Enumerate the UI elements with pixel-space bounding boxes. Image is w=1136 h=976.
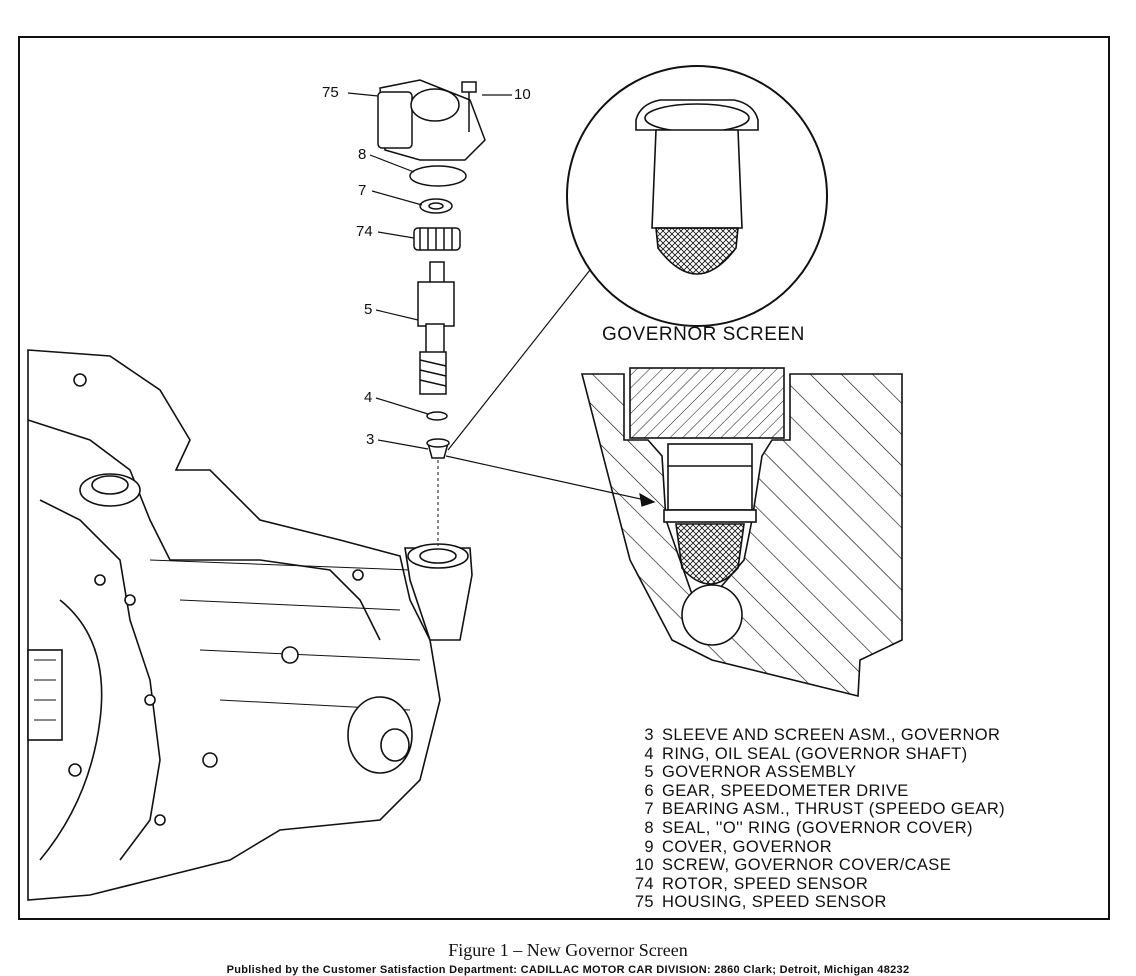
legend-text: SCREW, GOVERNOR COVER/CASE [662, 856, 952, 875]
legend-number: 5 [644, 763, 654, 782]
parts-legend: 3 SLEEVE AND SCREEN ASM., GOVERNOR 4 RING,… [618, 726, 1005, 912]
legend-number: 8 [644, 818, 654, 837]
figure-frame [18, 36, 1110, 920]
legend-number: 3 [644, 726, 654, 744]
legend-number: 9 [644, 837, 654, 856]
legend-text: RING, OIL SEAL (GOVERNOR SHAFT) [662, 744, 968, 763]
legend-text: GEAR, SPEEDOMETER DRIVE [662, 781, 909, 800]
legend-row: 10 SCREW, GOVERNOR COVER/CASE [618, 856, 1005, 875]
legend-row: 75 HOUSING, SPEED SENSOR [618, 893, 1005, 912]
callout-74: 74 [356, 223, 373, 240]
callout-4: 4 [364, 389, 373, 406]
legend-text: COVER, GOVERNOR [662, 837, 833, 856]
callout-7: 7 [358, 182, 367, 199]
callout-75: 75 [322, 84, 339, 101]
legend-text: SEAL, ''O'' RING (GOVERNOR COVER) [662, 818, 973, 837]
governor-screen-magnified [566, 65, 828, 327]
legend-text: BEARING ASM., THRUST (SPEEDO GEAR) [662, 800, 1006, 819]
legend-text: HOUSING, SPEED SENSOR [662, 893, 887, 912]
legend-number: 74 [634, 874, 654, 893]
inset-title: GOVERNOR SCREEN [602, 324, 805, 345]
legend-number: 10 [634, 856, 654, 875]
callout-5: 5 [364, 301, 373, 318]
callout-3: 3 [366, 431, 375, 448]
legend-row: 5 GOVERNOR ASSEMBLY [618, 763, 1005, 782]
callout-10: 10 [514, 86, 531, 103]
callout-8: 8 [358, 146, 367, 163]
legend-row: 6 GEAR, SPEEDOMETER DRIVE [618, 782, 1005, 801]
legend-number: 7 [644, 800, 654, 819]
legend-text: GOVERNOR ASSEMBLY [662, 763, 857, 782]
legend-text: SLEEVE AND SCREEN ASM., GOVERNOR [662, 726, 1001, 744]
figure-caption: Figure 1 – New Governor Screen [448, 940, 688, 960]
transmission-case [27, 349, 473, 901]
legend-row: 9 COVER, GOVERNOR [618, 838, 1005, 857]
publisher-note: Published by the Customer Satisfaction D… [226, 964, 910, 976]
legend-row: 4 RING, OIL SEAL (GOVERNOR SHAFT) [618, 745, 1005, 764]
legend-row: 3 SLEEVE AND SCREEN ASM., GOVERNOR [618, 726, 1005, 745]
legend-row: 7 BEARING ASM., THRUST (SPEEDO GEAR) [618, 800, 1005, 819]
legend-number: 6 [644, 781, 654, 800]
legend-row: 8 SEAL, ''O'' RING (GOVERNOR COVER) [618, 819, 1005, 838]
legend-row: 74 ROTOR, SPEED SENSOR [618, 875, 1005, 894]
governor-screen-section [580, 367, 903, 698]
legend-text: ROTOR, SPEED SENSOR [662, 874, 869, 893]
legend-number: 75 [634, 893, 654, 912]
exploded-parts [377, 79, 486, 459]
legend-number: 4 [644, 744, 654, 763]
